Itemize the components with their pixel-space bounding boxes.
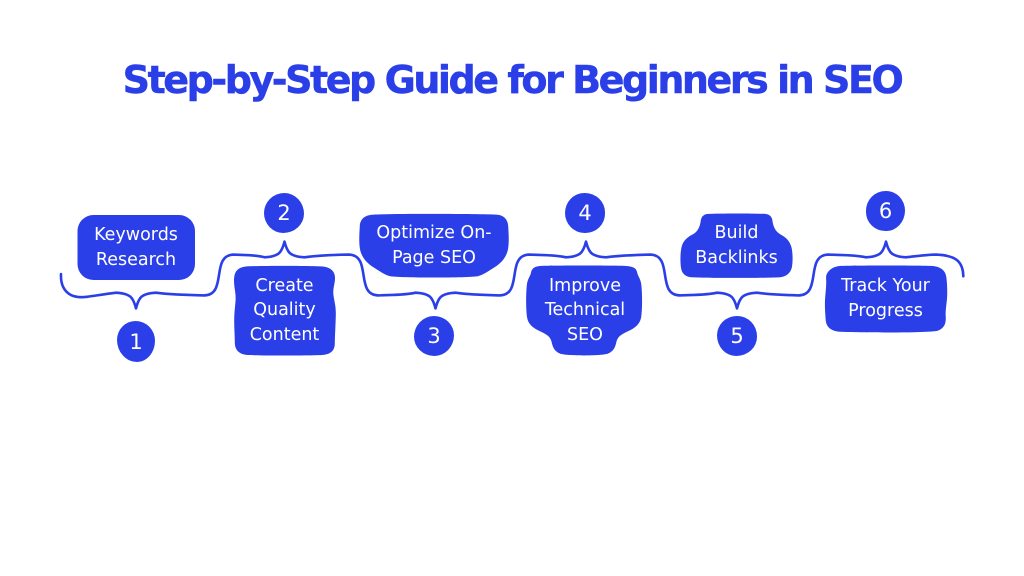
step-4-number-badge: 4 (565, 193, 605, 233)
step-number: 5 (730, 324, 744, 348)
step-label-line: Optimize On- (376, 223, 492, 243)
step-2-shape (234, 265, 336, 356)
step-number: 3 (427, 324, 441, 348)
step-5-shape (680, 213, 793, 278)
step-number: 4 (578, 201, 592, 225)
step-label-line: Technical (544, 300, 626, 321)
step-label-line: Quality (253, 300, 316, 321)
step-6-number-badge: 6 (866, 191, 905, 231)
page-title: Step-by-Step Guide for Beginners in SEO (122, 58, 904, 103)
step-label-line: Build (714, 223, 759, 243)
step-4-shape (526, 265, 643, 356)
step-6-label: Track Your Progress (824, 265, 947, 332)
step-3-number-badge: 3 (414, 316, 454, 356)
step-label-line: Content (249, 324, 320, 345)
step-5-label: Build Backlinks (680, 214, 793, 278)
step-5-number-badge: 5 (717, 316, 757, 356)
step-number: 2 (277, 201, 291, 225)
timeline-brace-line (59, 240, 965, 310)
step-1-number-badge: 1 (117, 321, 155, 362)
step-label-line: Track Your (841, 275, 930, 296)
step-number: 1 (129, 329, 143, 354)
step-label-line: Keywords (94, 224, 178, 245)
step-label-line: Progress (848, 300, 923, 321)
step-number: 6 (878, 199, 893, 223)
step-label-line: Improve (549, 275, 621, 296)
step-3-label: Optimize On- Page SEO (359, 214, 509, 278)
step-6-shape (824, 265, 948, 333)
step-1-label: Keywords Research (77, 215, 195, 280)
step-label-line: Create (255, 275, 314, 296)
step-label-line: SEO (567, 324, 603, 345)
step-2-label: Create Quality Content (233, 266, 336, 355)
step-label-line: Backlinks (695, 248, 778, 268)
step-1-shape (77, 215, 195, 280)
step-2-number-badge: 2 (264, 193, 304, 233)
step-label-line: Page SEO (392, 248, 476, 268)
step-3-shape (359, 213, 509, 278)
step-label-line: Research (95, 249, 177, 270)
step-4-label: Improve Technical SEO (526, 266, 644, 355)
